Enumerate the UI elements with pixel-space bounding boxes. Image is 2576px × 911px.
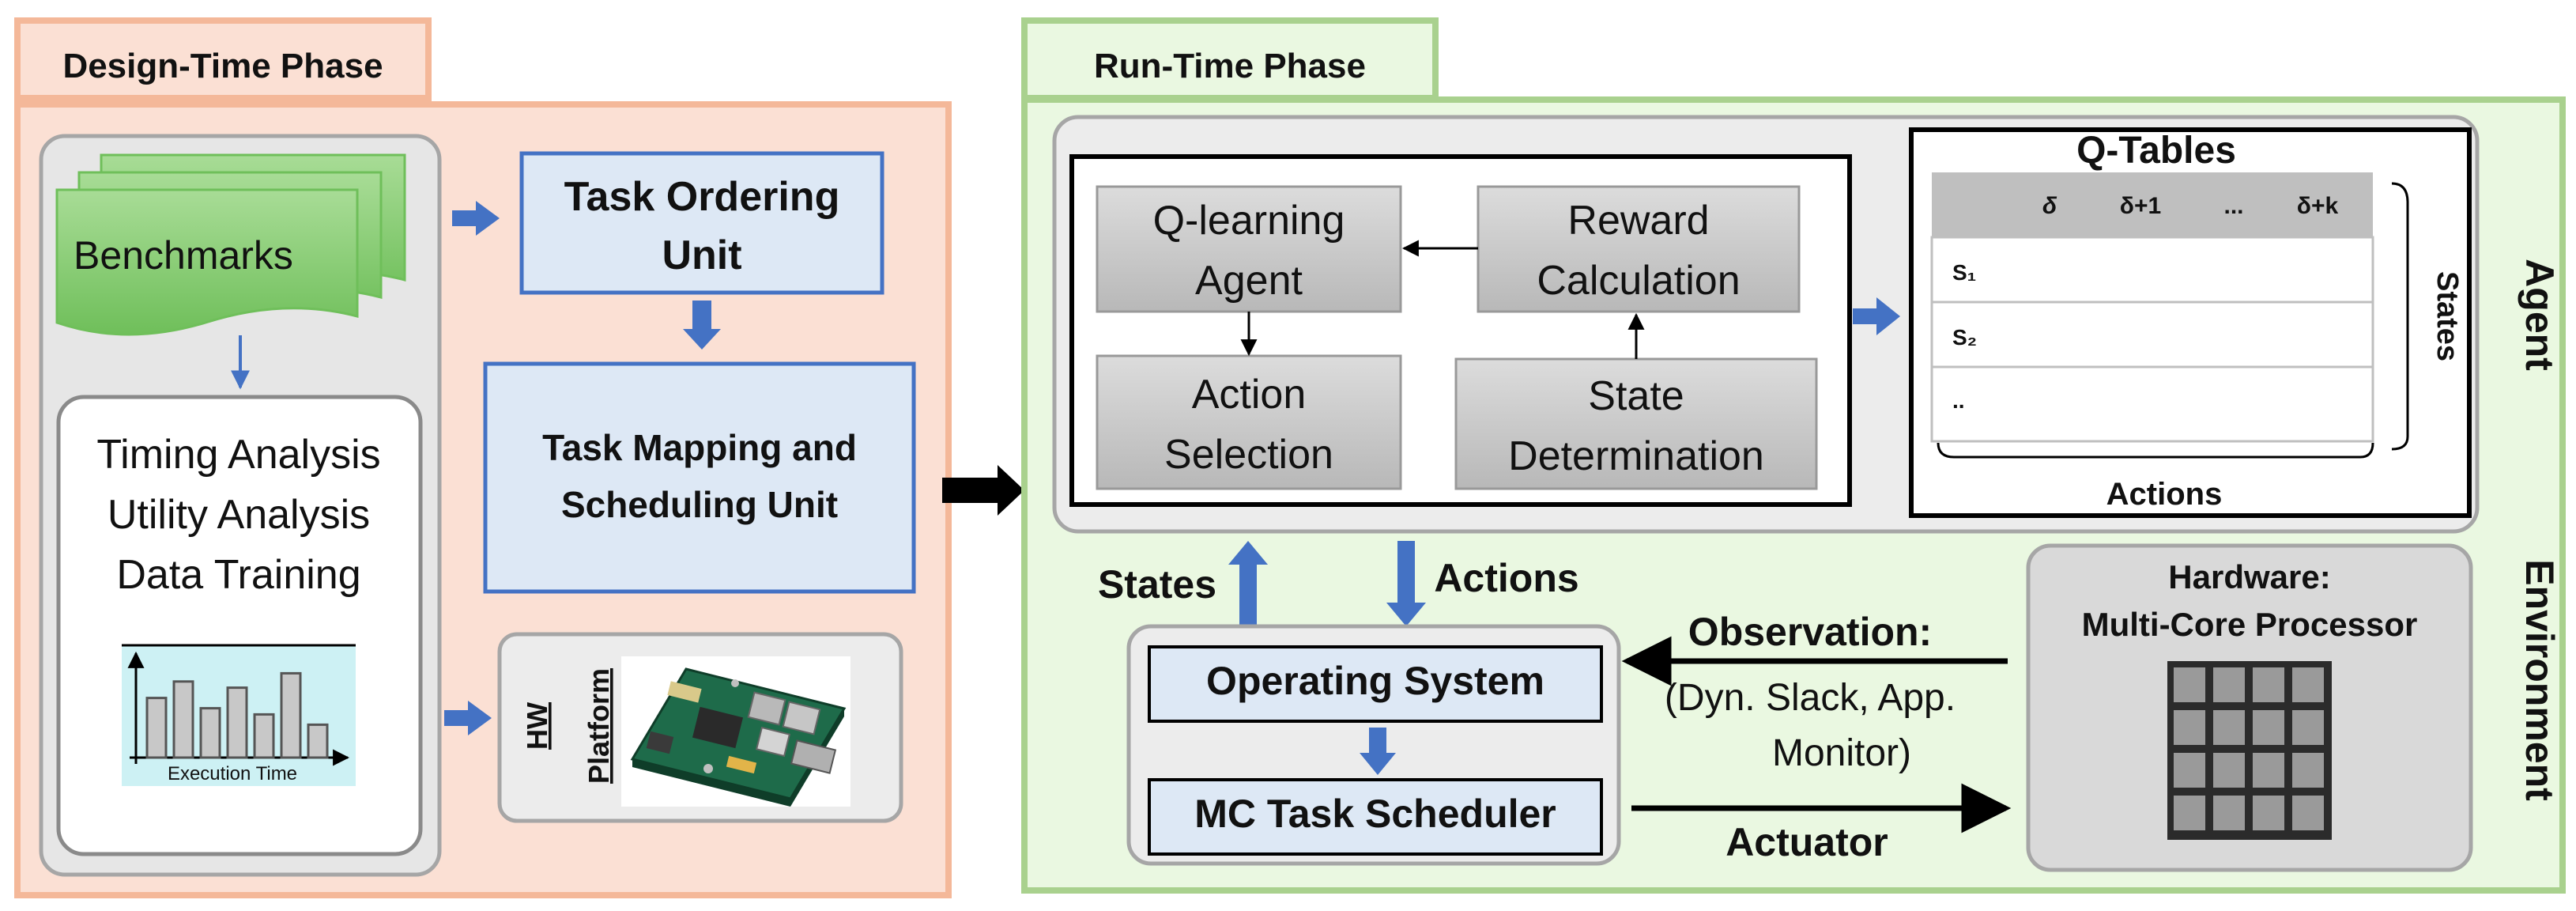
- processor-core: [2292, 753, 2324, 788]
- design-phase-tab: [14, 17, 432, 101]
- q-learning-agent-box: [1096, 185, 1402, 313]
- agent-side-label: Agent: [2518, 259, 2562, 371]
- task-ordering-unit: [519, 151, 884, 295]
- mc-task-scheduler-label: MC Task Scheduler: [1194, 792, 1556, 836]
- q-learning-line1: Q-learning: [1153, 198, 1345, 244]
- operating-system-box: [1148, 645, 1603, 723]
- processor-core: [2253, 796, 2284, 830]
- q-tables-title: Q-Tables: [2076, 130, 2236, 172]
- q-col-delta-plus-k: δ+k: [2297, 193, 2339, 219]
- run-time-phase: Run-Time Phase Q-learning Agent Reward C…: [1021, 17, 2566, 894]
- reward-line2: Calculation: [1537, 258, 1740, 304]
- q-learning-line2: Agent: [1195, 258, 1303, 304]
- processor-core: [2292, 710, 2324, 745]
- processor-core: [2292, 796, 2324, 830]
- arrow-ordering-to-mapping: [683, 301, 721, 350]
- environment-side-label: Environment: [2518, 559, 2562, 801]
- action-selection-box: [1096, 354, 1402, 490]
- processor-core: [2253, 710, 2284, 745]
- operating-system-label: Operating System: [1206, 659, 1544, 703]
- analysis-line2: Utility Analysis: [107, 492, 370, 538]
- state-determination-line1: State: [1588, 373, 1684, 419]
- hardware-line1: Hardware:: [2168, 558, 2330, 595]
- state-determination-box: [1454, 357, 1818, 490]
- observation-line2: Monitor): [1772, 732, 1911, 774]
- hw-label: HW: [521, 702, 553, 750]
- q-row-dots: ..: [1952, 388, 1965, 413]
- states-arrow-label: States: [1098, 562, 1216, 607]
- design-time-phase: Design-Time Phase Benchmarks Timing Anal…: [14, 17, 1024, 898]
- os-to-scheduler-arrow: [1360, 728, 1396, 775]
- processor-core: [2253, 667, 2284, 702]
- analysis-line1: Timing Analysis: [96, 432, 380, 478]
- arrow-to-q-tables: [1853, 297, 1900, 335]
- q-row-s1: S₁: [1952, 260, 1976, 285]
- processor-core: [2253, 753, 2284, 788]
- histogram-bar: [253, 713, 275, 759]
- observation-title: Observation:: [1688, 610, 1932, 654]
- q-col-delta: δ: [2042, 193, 2057, 219]
- state-determination-line2: Determination: [1508, 433, 1764, 479]
- processor-core: [2213, 796, 2245, 830]
- histogram-x-label: Execution Time: [168, 763, 297, 784]
- platform-label: Platform: [583, 668, 615, 784]
- q-col-ellipsis: ...: [2223, 193, 2243, 219]
- actuator-label: Actuator: [1726, 820, 1888, 864]
- runtime-phase-title: Run-Time Phase: [1094, 47, 1366, 85]
- processor-core: [2213, 667, 2245, 702]
- histogram-bar: [280, 671, 302, 759]
- action-selection-line1: Action: [1192, 372, 1307, 418]
- hw-board-image: [621, 656, 850, 807]
- task-ordering-line2: Unit: [662, 232, 741, 278]
- histogram-bar: [307, 723, 329, 759]
- q-table-body: [1930, 236, 2374, 443]
- processor-core: [2174, 753, 2205, 788]
- histogram-bar: [145, 697, 168, 759]
- q-col-delta-plus-1: δ+1: [2120, 193, 2161, 219]
- processor-core: [2174, 667, 2205, 702]
- processor-core: [2213, 710, 2245, 745]
- q-table-header: [1932, 172, 2373, 237]
- actions-label: Actions: [2106, 477, 2223, 512]
- execution-histogram: Execution Time: [122, 644, 356, 786]
- arrow-to-task-ordering: [452, 201, 500, 236]
- histogram-bars: [145, 671, 329, 759]
- processor-core: [2174, 796, 2205, 830]
- mc-task-scheduler-box: [1148, 778, 1603, 856]
- states-up-arrow: [1228, 541, 1268, 626]
- histogram-bar: [172, 680, 194, 759]
- reward-line1: Reward: [1567, 198, 1709, 244]
- actions-arrow-label: Actions: [1434, 556, 1578, 600]
- processor-core: [2174, 710, 2205, 745]
- benchmarks-stack: Benchmarks: [55, 153, 406, 336]
- multi-core-grid: [2167, 661, 2332, 840]
- histogram-bar: [199, 707, 221, 759]
- benchmarks-label: Benchmarks: [74, 233, 293, 278]
- analysis-line3: Data Training: [116, 552, 360, 598]
- q-row-s2: S₂: [1952, 325, 1977, 350]
- actions-down-arrow: [1386, 541, 1426, 626]
- actions-brace: [1937, 442, 2374, 459]
- states-brace: [2391, 182, 2409, 451]
- observation-line1: (Dyn. Slack, App.: [1665, 677, 1956, 719]
- task-ordering-line1: Task Ordering: [564, 174, 840, 220]
- histogram-bar: [226, 686, 248, 759]
- arrow-to-hw-platform: [444, 701, 492, 735]
- design-phase-title: Design-Time Phase: [62, 47, 383, 85]
- reward-calculation-box: [1477, 185, 1801, 313]
- task-mapping-unit: [483, 361, 916, 594]
- hardware-line2: Multi-Core Processor: [2082, 606, 2418, 643]
- task-mapping-line2: Scheduling Unit: [561, 484, 838, 525]
- processor-core: [2213, 753, 2245, 788]
- processor-core: [2292, 667, 2324, 702]
- action-selection-line2: Selection: [1164, 432, 1333, 478]
- states-label: States: [2431, 271, 2464, 361]
- phase-transition-arrow: [942, 465, 1024, 516]
- task-mapping-line1: Task Mapping and: [542, 427, 857, 468]
